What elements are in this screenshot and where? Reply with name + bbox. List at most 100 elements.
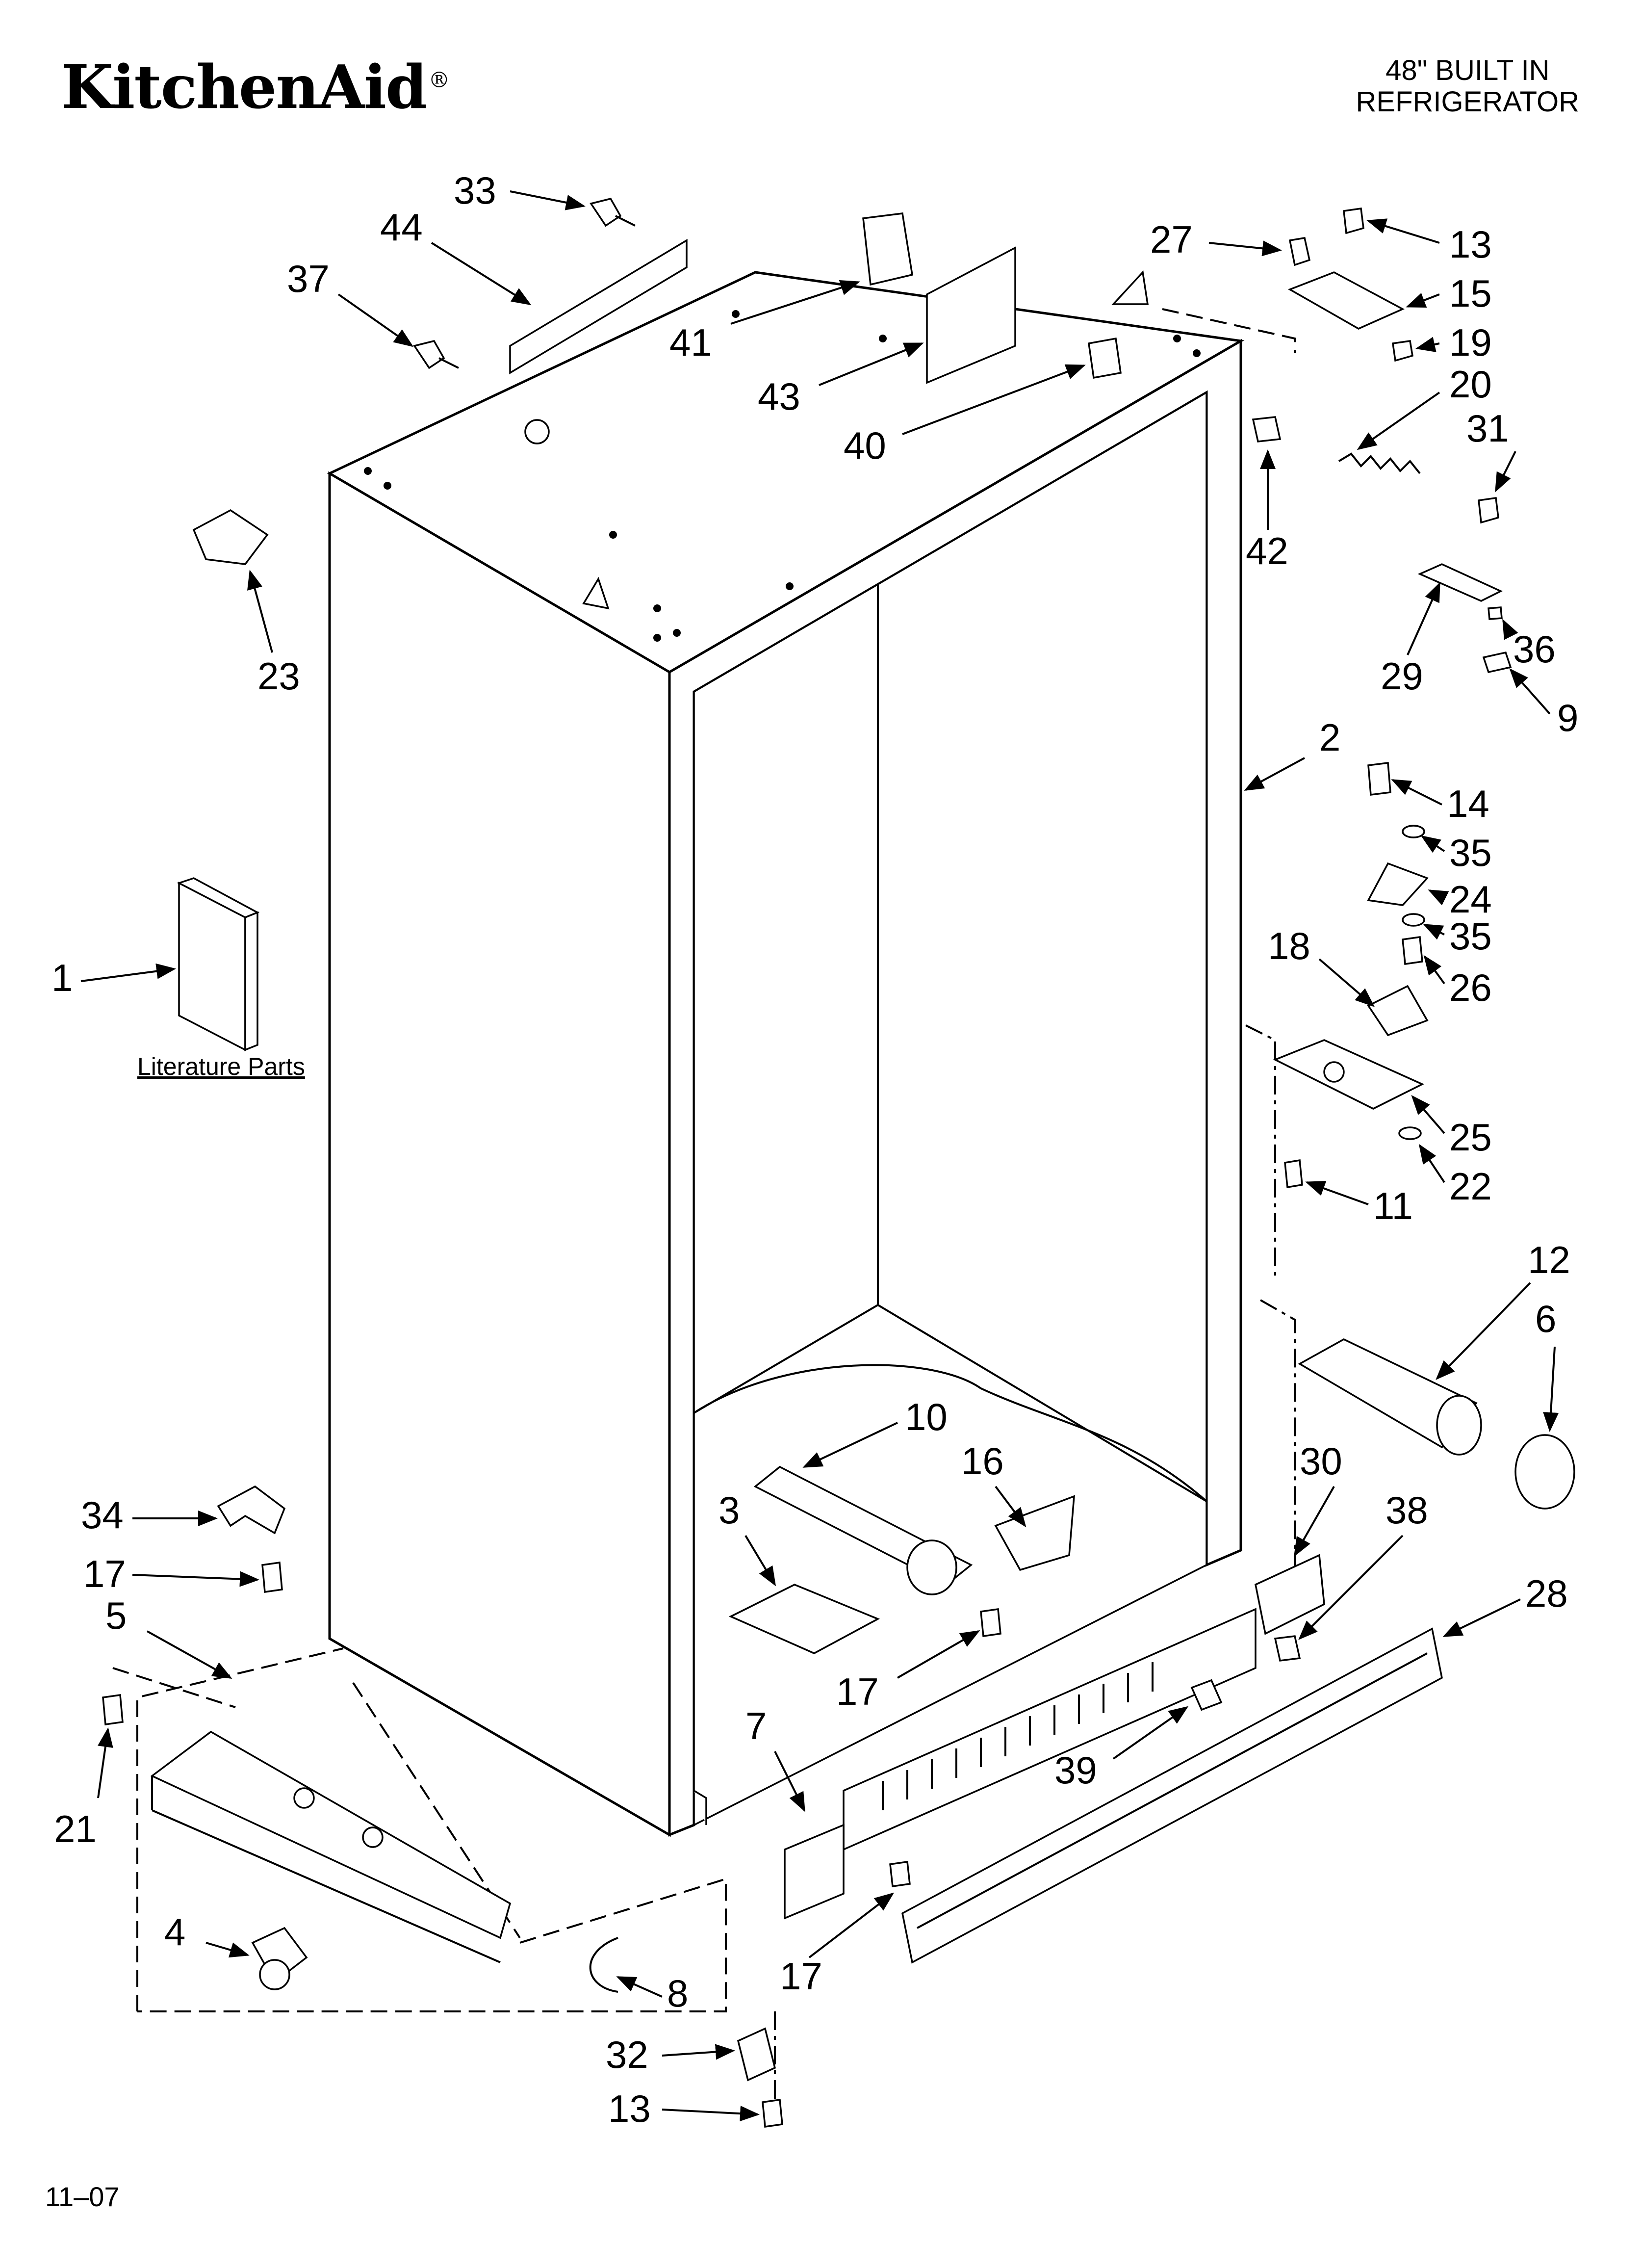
part-6-filter-cap: [1514, 1434, 1575, 1510]
cabinet-left-side: [328, 471, 671, 1837]
callout-27: 27: [1150, 218, 1193, 261]
callout-13-bottom: 13: [608, 2087, 651, 2130]
callout-35-a: 35: [1449, 831, 1492, 874]
part-22-washer: [1398, 1126, 1422, 1140]
part-25-hinge-plate: [1273, 1039, 1425, 1110]
part-17-screw-left: [261, 1562, 283, 1593]
model-title: 48" BUILT IN REFRIGERATOR: [1356, 55, 1579, 118]
part-13-screw-bottom: [762, 2099, 783, 2128]
brand-name: KitchenAid: [61, 52, 427, 122]
callout-40: 40: [844, 424, 886, 467]
part-15-hinge-plate: [1287, 271, 1405, 330]
callout-12: 12: [1528, 1238, 1570, 1281]
literature-parts-label: Literature Parts: [137, 1053, 305, 1080]
part-42-screw: [1252, 416, 1282, 443]
part-18-stop: [1367, 985, 1429, 1037]
part-7-bracket: [784, 1824, 845, 1920]
callout-28: 28: [1525, 1572, 1568, 1615]
callout-7: 7: [745, 1704, 767, 1747]
part-34-bracket: [217, 1485, 286, 1535]
callout-17-grille: 17: [780, 1955, 822, 1998]
part-17-screw-valve: [980, 1608, 1001, 1637]
callout-16: 16: [961, 1439, 1004, 1483]
callout-41: 41: [669, 321, 712, 364]
part-44-top-bracket: [509, 238, 688, 375]
callout-35-b: 35: [1449, 914, 1492, 958]
base-assembly-boundary: [136, 1647, 727, 2012]
callout-21: 21: [54, 1807, 97, 1851]
callout-8: 8: [667, 1972, 688, 2015]
callout-20: 20: [1449, 363, 1492, 406]
callout-2: 2: [1319, 716, 1340, 759]
callout-30: 30: [1300, 1439, 1342, 1483]
callout-labels: 33 44 37 41 43 40 27 13 15 19 20 31 42 2…: [51, 169, 1578, 2130]
lower-interior-parts: [693, 1364, 1325, 1662]
callout-29: 29: [1381, 654, 1423, 698]
water-filter-parts: [1260, 1299, 1575, 1619]
part-9-shim: [1482, 651, 1512, 674]
part-39-clip: [1190, 1679, 1223, 1711]
callout-33: 33: [454, 169, 496, 212]
part-27-screw: [1288, 237, 1311, 266]
callout-44: 44: [380, 206, 423, 249]
callout-3: 3: [718, 1488, 740, 1532]
date-code: 11–07: [45, 2181, 120, 2212]
part-3-tray: [728, 1584, 880, 1654]
part-33-screw: [590, 197, 622, 227]
part-5-leveling-rail: [150, 1730, 512, 1939]
registered-mark: ®: [428, 68, 450, 93]
model-title-line1: 48" BUILT IN: [1385, 54, 1550, 86]
part-40-clip: [1088, 337, 1122, 379]
part-24-hinge-arm: [1367, 862, 1429, 906]
callout-6: 6: [1535, 1297, 1556, 1340]
callout-38: 38: [1385, 1488, 1428, 1532]
part-17-screw-grille: [889, 1861, 911, 1887]
callout-17-left: 17: [83, 1552, 126, 1595]
part-8-clip: [589, 1937, 618, 1993]
part-41-switch: [862, 212, 913, 286]
callout-24: 24: [1449, 878, 1492, 921]
callout-31: 31: [1466, 407, 1509, 450]
callout-26: 26: [1449, 966, 1492, 1009]
callout-11: 11: [1373, 1184, 1413, 1227]
callout-23: 23: [257, 654, 300, 698]
hinge-alignment-top: [1162, 308, 1296, 353]
callout-9: 9: [1557, 696, 1578, 739]
part-21-screw: [102, 1694, 124, 1725]
top-hole: [524, 419, 550, 444]
callout-18: 18: [1268, 924, 1310, 967]
insulation-outline: [693, 1364, 1207, 1502]
callout-19: 19: [1449, 321, 1492, 364]
toe-grille-parts: [784, 1608, 1443, 1964]
part-16-bracket: [994, 1495, 1075, 1571]
part-31-screw: [1478, 497, 1499, 524]
part-29-bracket: [1417, 563, 1503, 602]
part-35-washer-a: [1402, 825, 1425, 838]
callout-37: 37: [287, 257, 330, 300]
brand-logo: KitchenAid®: [61, 52, 450, 122]
callout-10: 10: [905, 1395, 948, 1438]
callout-32: 32: [606, 2033, 648, 2076]
part-35-washer-b: [1402, 913, 1425, 927]
callout-34: 34: [81, 1493, 124, 1537]
left-base-parts: [102, 1485, 783, 2128]
callout-25: 25: [1449, 1116, 1492, 1159]
filter-alignment: [1260, 1299, 1296, 1619]
cabinet-floor-line: [877, 1304, 1207, 1502]
hinge-alignment-mid: [1245, 1024, 1276, 1276]
part-26-bushing: [1402, 936, 1423, 965]
callout-39: 39: [1054, 1748, 1097, 1792]
callout-5: 5: [105, 1594, 127, 1637]
callout-1: 1: [51, 956, 73, 999]
part-36-nut: [1488, 606, 1503, 620]
callout-22: 22: [1449, 1165, 1492, 1208]
part-32-bracket: [737, 2027, 776, 2082]
part-37-screw: [413, 339, 445, 369]
callout-15: 15: [1449, 272, 1492, 315]
part-13-screw-top: [1343, 208, 1364, 235]
callout-17-valve: 17: [836, 1670, 879, 1713]
cabinet-lower-trim: [693, 1790, 707, 1825]
grille-vents: [882, 1662, 1154, 1810]
filter-end: [1436, 1395, 1482, 1456]
